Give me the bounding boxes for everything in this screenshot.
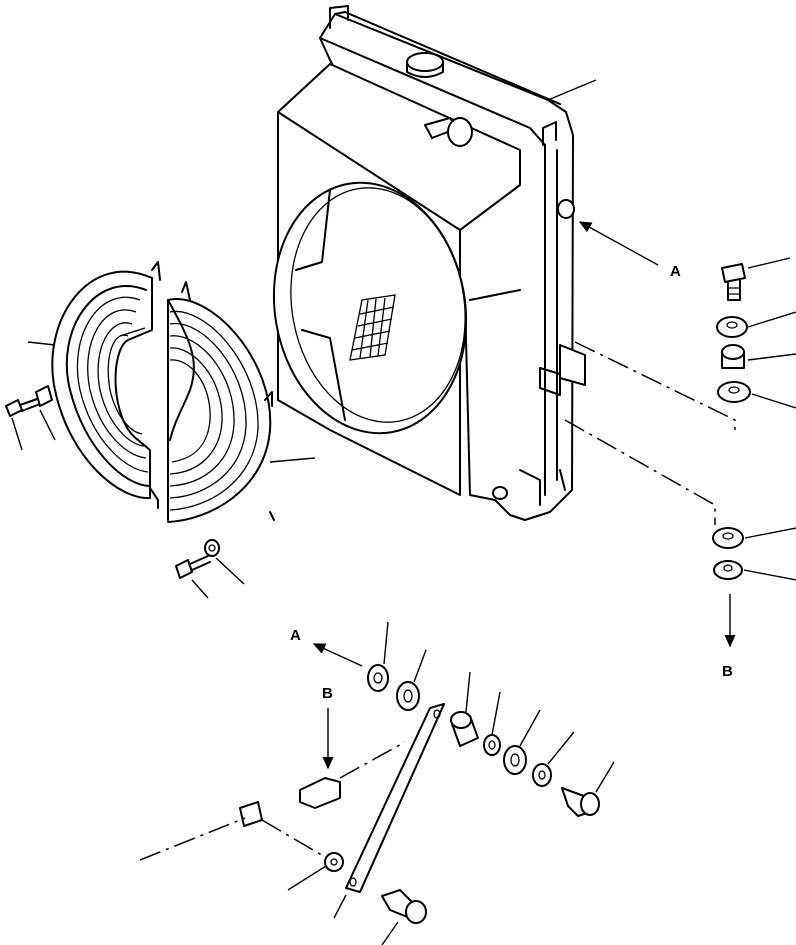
stay-washer-bottom <box>324 852 344 872</box>
washer-right-3 <box>712 527 744 549</box>
washer-right-1 <box>716 316 748 338</box>
centerline-stay-left <box>139 817 246 861</box>
fan-shroud <box>272 63 521 496</box>
stay-bolt-right <box>561 787 600 817</box>
centerline-stay-down <box>261 819 326 858</box>
mount-bolt-right <box>721 263 746 301</box>
label-a-bottom: A <box>290 627 301 644</box>
stay-bolt-bottom <box>381 889 427 924</box>
label-b-bottom: B <box>322 685 333 702</box>
stay-washer-3 <box>483 734 501 756</box>
centerline-stay <box>339 741 406 779</box>
leader-lines <box>11 79 796 945</box>
guard-clip-left <box>35 385 53 407</box>
guard-bolt-bottom <box>175 555 211 579</box>
stay-washer-5 <box>532 763 552 787</box>
arrow-a-top <box>578 221 659 266</box>
label-b-right: B <box>722 663 733 680</box>
washer-right-2 <box>717 381 751 403</box>
arrow-a-bottom <box>312 643 363 667</box>
spacer-right <box>721 344 745 369</box>
stay-washer-2 <box>396 681 420 711</box>
centerline-right <box>574 341 736 430</box>
stay-washer-1 <box>367 664 389 692</box>
guard-bolt-left <box>5 397 41 417</box>
label-a-top: A <box>670 263 681 280</box>
fan-guard-left-half <box>51 261 161 509</box>
centerline-right-lower <box>564 419 716 525</box>
stay-spacer <box>450 711 479 747</box>
stay-rod <box>345 703 445 893</box>
guard-washer-bottom <box>204 539 220 557</box>
core-mesh-patch <box>349 294 396 361</box>
stay-bracket-frame <box>239 777 341 827</box>
stay-washer-4 <box>503 745 527 775</box>
fan-guard-right-half <box>167 281 275 523</box>
washer-right-4 <box>713 560 743 580</box>
